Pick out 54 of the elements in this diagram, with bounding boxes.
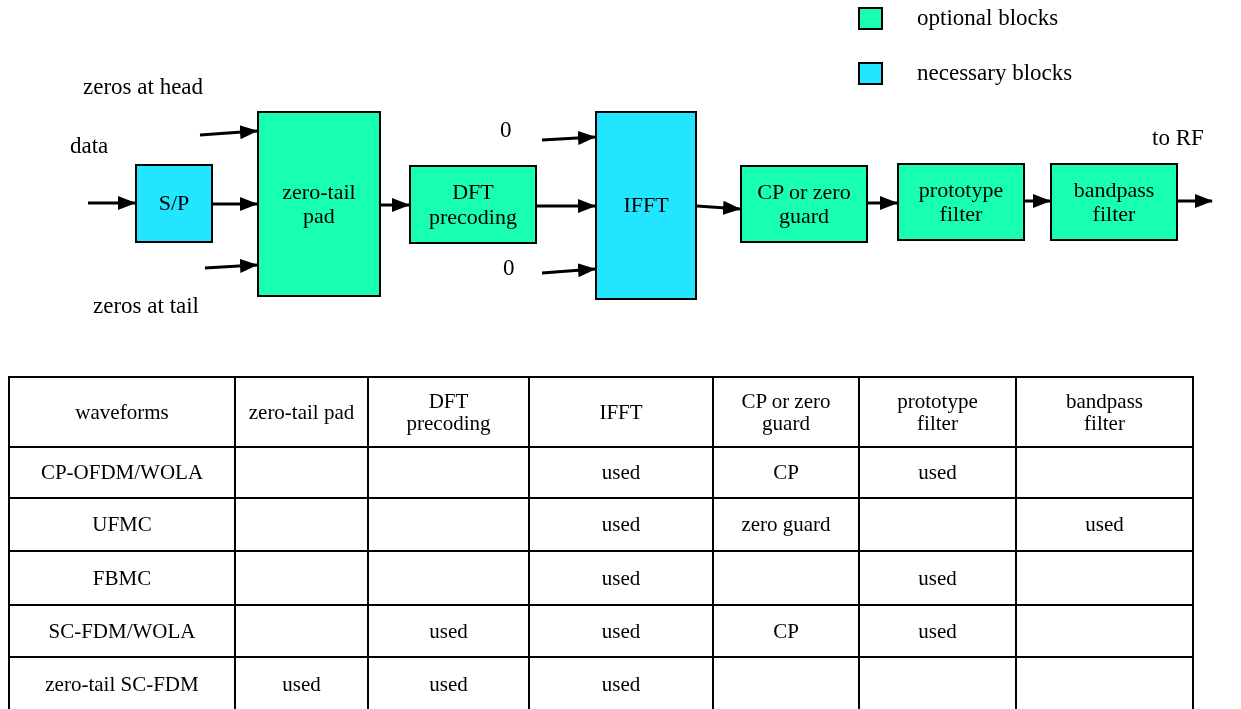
- process-block: bandpass filter: [1050, 163, 1178, 241]
- table-cell: CP or zero guard: [714, 378, 860, 448]
- arrow: [204, 259, 258, 273]
- process-block: zero-tail pad: [257, 111, 381, 297]
- table-cell: prototype filter: [860, 378, 1017, 448]
- table-cell: SC-FDM/WOLA: [10, 606, 236, 658]
- edge-label: zeros at tail: [93, 293, 199, 319]
- edge-label: 0: [500, 117, 512, 143]
- table-cell: IFFT: [530, 378, 714, 448]
- table-cell: used: [236, 658, 369, 709]
- arrow: [213, 197, 258, 211]
- table-cell: DFT precoding: [369, 378, 530, 448]
- table-cell: bandpass filter: [1017, 378, 1194, 448]
- table-cell: used: [530, 448, 714, 499]
- table-cell: CP: [714, 448, 860, 499]
- table-cell: used: [860, 606, 1017, 658]
- arrow: [696, 200, 741, 215]
- process-block: DFT precoding: [409, 165, 537, 244]
- table-cell: zero-tail pad: [236, 378, 369, 448]
- arrow: [868, 196, 898, 210]
- table-cell: used: [530, 499, 714, 552]
- legend-text: optional blocks: [917, 5, 1059, 31]
- table-cell: UFMC: [10, 499, 236, 552]
- table-cell: CP-OFDM/WOLA: [10, 448, 236, 499]
- arrow: [1178, 194, 1213, 208]
- edge-label: to RF: [1152, 125, 1204, 151]
- process-block: S/P: [135, 164, 213, 243]
- table-cell: used: [530, 606, 714, 658]
- edge-label: 0: [503, 255, 515, 281]
- legend-text: necessary blocks: [917, 60, 1073, 86]
- arrow: [537, 199, 596, 213]
- arrow: [1025, 194, 1051, 208]
- table-cell: used: [860, 448, 1017, 499]
- process-block: CP or zero guard: [740, 165, 868, 243]
- process-block: prototype filter: [897, 163, 1025, 241]
- arrow: [381, 198, 410, 212]
- table-cell: CP: [714, 606, 860, 658]
- edge-label: data: [70, 133, 109, 159]
- table-cell: used: [1017, 499, 1194, 552]
- arrow: [199, 125, 258, 140]
- table-cell: used: [530, 552, 714, 606]
- table-cell: zero guard: [714, 499, 860, 552]
- arrow: [541, 130, 596, 145]
- table-cell: used: [530, 658, 714, 709]
- table-cell: used: [369, 658, 530, 709]
- arrow: [88, 196, 136, 210]
- edge-label: zeros at head: [83, 74, 204, 100]
- table-cell: used: [369, 606, 530, 658]
- table-cell: zero-tail SC-FDM: [10, 658, 236, 709]
- table-cell: FBMC: [10, 552, 236, 606]
- arrow: [541, 263, 596, 278]
- table-cell: waveforms: [10, 378, 236, 448]
- process-block: IFFT: [595, 111, 697, 300]
- table-cell: used: [860, 552, 1017, 606]
